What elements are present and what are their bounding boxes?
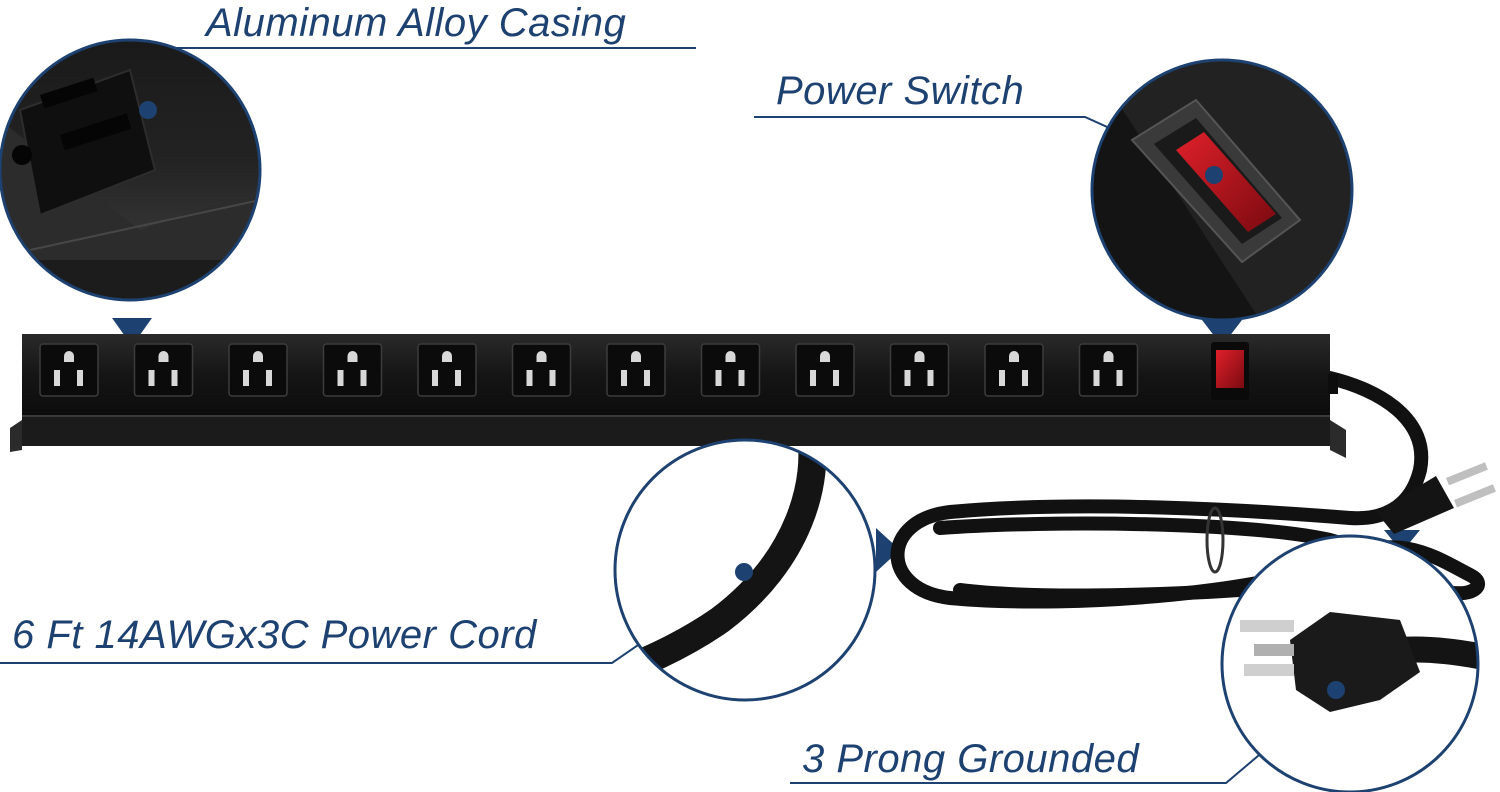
outlet-icon[interactable] (700, 343, 761, 397)
outlet-icon[interactable] (228, 343, 288, 397)
mount-bracket-left (10, 420, 22, 452)
outlet-icon[interactable] (606, 343, 666, 397)
rocker-switch-icon[interactable] (1211, 342, 1249, 400)
callout-dot-icon (1327, 681, 1345, 699)
outlet-icon[interactable] (889, 343, 950, 397)
plug-zoom-circle (1220, 534, 1480, 792)
switch-zoom-circle (1090, 58, 1354, 322)
casing-zoom-circle (0, 38, 262, 302)
mount-bracket-right (1330, 420, 1346, 458)
callout-dot-icon (1205, 166, 1223, 184)
outlet-icon[interactable] (795, 343, 855, 397)
casing-pointer (112, 318, 152, 346)
power-cord-label: 6 Ft 14AWGx3C Power Cord (12, 613, 537, 657)
power-switch-label: Power Switch (776, 69, 1025, 113)
casing-label: Aluminum Alloy Casing (206, 1, 627, 45)
power-strip (10, 334, 1346, 458)
outlet-icon[interactable] (511, 343, 572, 397)
casing-outlet-closeup (12, 68, 157, 217)
switch-pointer (1202, 320, 1242, 346)
cord-zoom-circle (613, 438, 877, 702)
plug-icon (1376, 462, 1496, 534)
callout-dot-icon (139, 101, 157, 119)
outlet-icon[interactable] (417, 343, 477, 397)
outlet-icon[interactable] (133, 343, 194, 397)
outlet-icon[interactable] (322, 343, 383, 397)
outlet-icon[interactable] (1078, 343, 1139, 397)
plug-closeup (1240, 612, 1420, 712)
cord-pointer (876, 528, 900, 572)
callout-dot-icon (735, 563, 753, 581)
outlet-icon[interactable] (984, 343, 1044, 397)
cord-tie (1205, 506, 1225, 574)
callout-pointers (112, 318, 1420, 572)
grounded-plug-label: 3 Prong Grounded (802, 737, 1140, 781)
outlet-icon[interactable] (39, 343, 99, 397)
outlet-row (39, 343, 1139, 397)
